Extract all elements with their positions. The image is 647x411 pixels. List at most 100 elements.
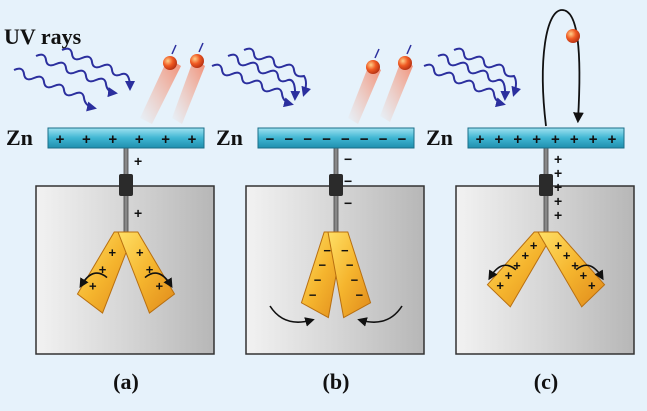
leaf-charge-sign: +	[108, 245, 116, 260]
curved-arrow-icon	[144, 272, 173, 289]
panel-caption: (a)	[113, 369, 139, 394]
rod-charge-sign: +	[554, 193, 562, 209]
leaf-charge-sign: −	[319, 258, 327, 273]
electron-tick	[198, 42, 204, 53]
leaf-charge-sign: +	[136, 245, 144, 260]
leaf-charge-sign: −	[309, 287, 317, 302]
zn-label: Zn	[426, 125, 453, 150]
electroscope-panels: Zn++++++++++++++(a)Zn−−−−−−−−−−−−−−−−−−−…	[6, 125, 635, 394]
rod-charge-sign: +	[554, 165, 562, 181]
curved-arrow-icon	[488, 264, 517, 281]
plate-charge-sign: +	[532, 131, 541, 148]
plate-charge-sign: −	[341, 131, 350, 148]
insulator-plug	[329, 174, 343, 196]
uv-ray-icon	[35, 53, 118, 98]
uv-ray-icon	[453, 47, 521, 97]
zn-label: Zn	[216, 125, 243, 150]
uv-ray-icon	[227, 53, 301, 101]
leaf-charge-sign: −	[346, 258, 354, 273]
zinc-plate	[257, 127, 415, 149]
insulator-plug	[539, 174, 553, 196]
rod-charge-sign: +	[554, 207, 562, 223]
leaf-charge-sign: +	[563, 248, 571, 263]
leaf-charge-sign: +	[155, 279, 163, 294]
rod-charge-sign: +	[134, 205, 142, 221]
leaf-charge-sign: +	[555, 238, 563, 253]
electroscope-panel-3: Zn+++++++++++++++++++++++(c)	[426, 125, 635, 394]
electroscope-panel-2: Zn−−−−−−−−−−−−−−−−−−−(b)	[216, 125, 425, 394]
rod-charge-sign: +	[554, 151, 562, 167]
plate-charge-sign: +	[589, 131, 598, 148]
leaf-charge-sign: +	[496, 278, 504, 293]
plate-charge-sign: +	[161, 131, 170, 148]
rod-charge-sign: −	[344, 173, 352, 189]
electron-trail	[140, 58, 181, 124]
electron-dot-icon	[398, 56, 412, 70]
electron-trail	[172, 58, 205, 124]
uv-ray-icon	[423, 63, 506, 108]
plate-charge-sign: +	[476, 131, 485, 148]
curved-arrow-icon	[79, 272, 108, 289]
leaf-charge-sign: +	[89, 279, 97, 294]
leaf-charge-sign: −	[355, 287, 363, 302]
right-gold-leaf	[537, 231, 606, 308]
electron-tick	[406, 44, 412, 55]
plate-charge-sign: −	[398, 131, 407, 148]
uv-ray-icon	[13, 67, 97, 112]
plate-charge-sign: +	[82, 131, 91, 148]
right-gold-leaf	[117, 231, 176, 314]
plate-charge-sign: +	[551, 131, 560, 148]
zinc-plate	[467, 127, 625, 149]
uv-rays-label: UV rays	[4, 24, 82, 49]
uv-ray-icon	[211, 63, 294, 108]
plate-charge-sign: +	[56, 131, 65, 148]
right-gold-leaf	[327, 231, 372, 319]
leaf-charge-sign: +	[99, 262, 107, 277]
insulator-plug	[119, 174, 133, 196]
curved-arrow-icon	[269, 305, 315, 327]
panel-caption: (c)	[534, 369, 558, 394]
electron-dot-icon	[190, 54, 204, 68]
leaf-charge-sign: +	[580, 268, 588, 283]
plate-charge-sign: −	[266, 131, 275, 148]
leaf-charge-sign: +	[513, 258, 521, 273]
uv-ray-icon	[243, 47, 311, 97]
leaf-charge-sign: +	[146, 262, 154, 277]
electron-tick	[171, 44, 177, 55]
plate-charge-sign: +	[570, 131, 579, 148]
leaf-charge-sign: +	[571, 258, 579, 273]
electroscope-panel-1: Zn++++++++++++++(a)	[6, 125, 215, 394]
electron-dot-icon	[566, 29, 580, 43]
leaf-charge-sign: −	[351, 273, 359, 288]
electron-tick	[374, 48, 380, 59]
uv-ray-icon	[437, 53, 511, 101]
electron-dot-icon	[163, 56, 177, 70]
rod-charge-sign: −	[344, 151, 352, 167]
plate-charge-sign: +	[513, 131, 522, 148]
rod-charge-sign: +	[134, 153, 142, 169]
plate-charge-sign: +	[135, 131, 144, 148]
plate-charge-sign: −	[322, 131, 331, 148]
plate-charge-sign: −	[360, 131, 369, 148]
zinc-plate	[47, 127, 205, 149]
panel-caption: (b)	[323, 369, 350, 394]
leaf-charge-sign: +	[521, 248, 529, 263]
plate-charge-sign: +	[108, 131, 117, 148]
plate-charge-sign: +	[608, 131, 617, 148]
curved-arrow-icon	[575, 264, 604, 281]
zn-label: Zn	[6, 125, 33, 150]
plate-charge-sign: −	[303, 131, 312, 148]
uv-rays-group	[13, 47, 521, 112]
electron-dot-icon	[366, 60, 380, 74]
rod-charge-sign: −	[344, 195, 352, 211]
leaf-charge-sign: −	[341, 243, 349, 258]
leaf-charge-sign: +	[505, 268, 513, 283]
electron-trail	[380, 58, 413, 122]
leaf-charge-sign: +	[588, 278, 596, 293]
curved-arrow-icon	[357, 305, 403, 327]
rod-charge-sign: +	[554, 179, 562, 195]
leaf-charge-sign: +	[530, 238, 538, 253]
plate-charge-sign: −	[284, 131, 293, 148]
electron-trail	[348, 62, 381, 124]
